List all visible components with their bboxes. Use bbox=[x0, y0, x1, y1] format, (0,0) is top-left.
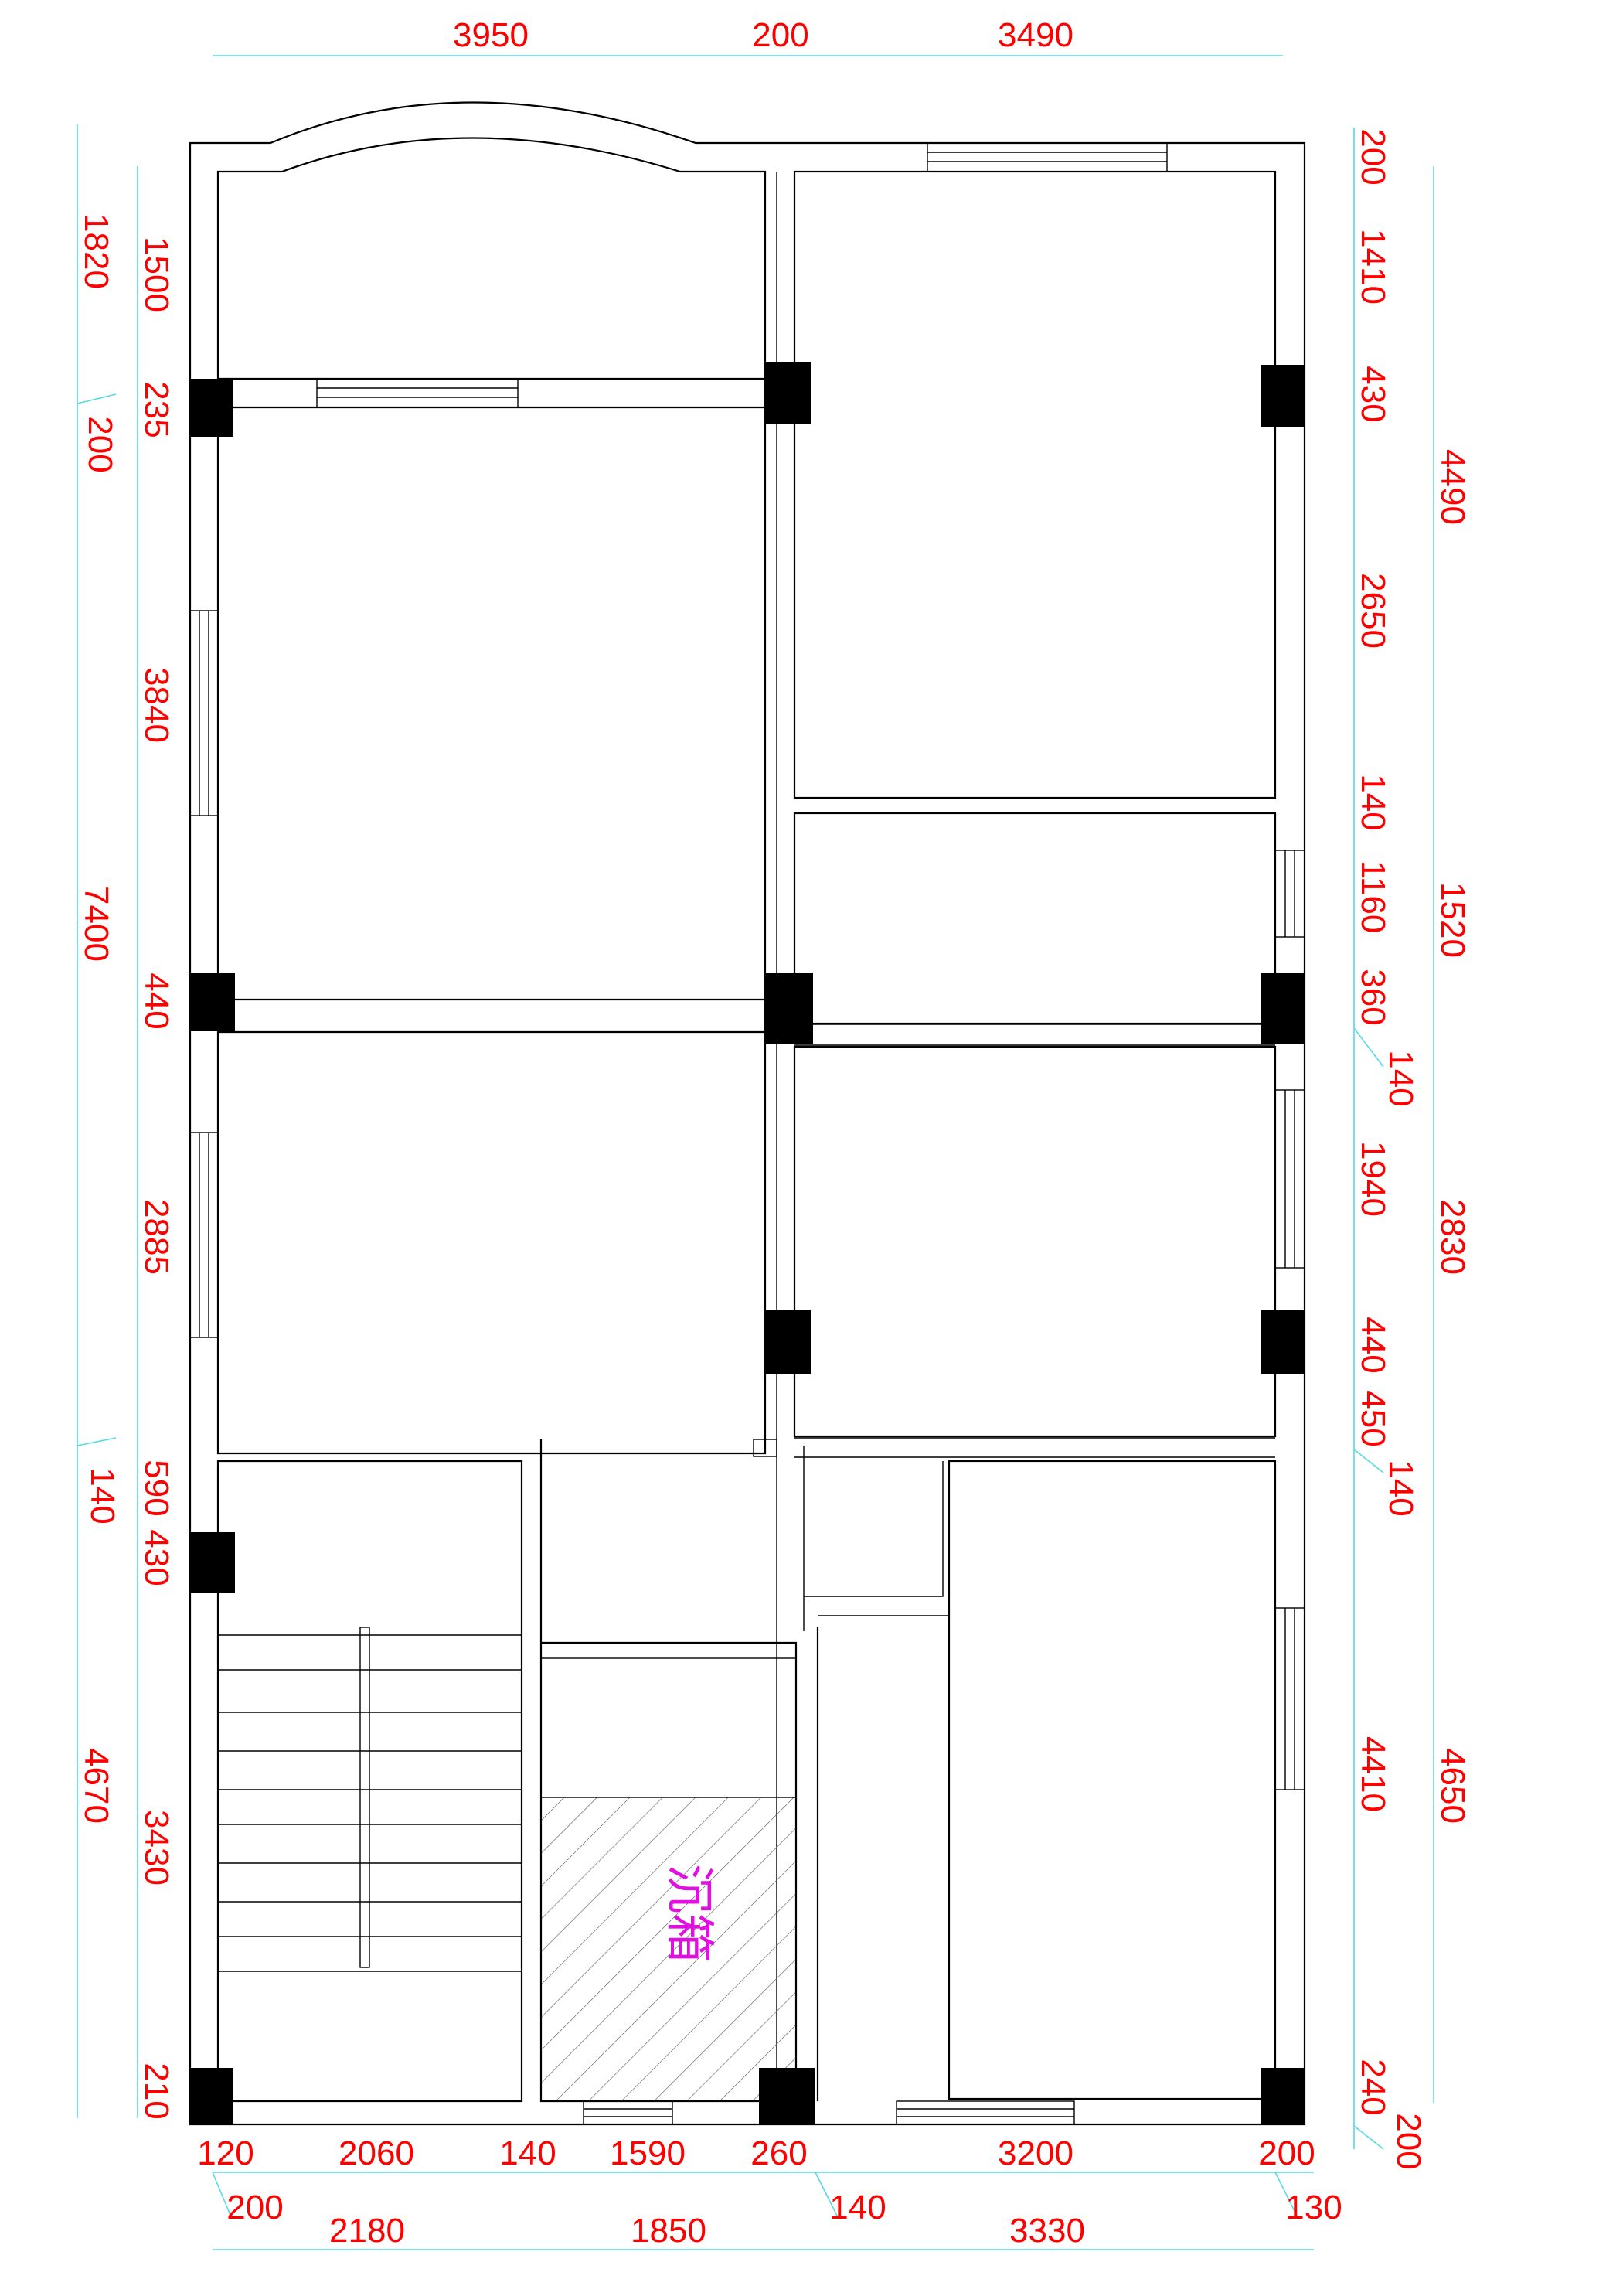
bottom-dimensions: 120 2060 140 1590 260 3200 200 200 140 1… bbox=[197, 2134, 1342, 2250]
dim-left-inner-4: 440 bbox=[138, 973, 175, 1029]
dim-left-inner-5: 2885 bbox=[138, 1199, 175, 1275]
dim-left-inner-6: 590 bbox=[138, 1460, 175, 1516]
dim-bottom-r1-6: 3200 bbox=[998, 2134, 1073, 2172]
dim-left-outer-5: 4670 bbox=[77, 1748, 115, 1824]
dim-right-inner-15: 200 bbox=[1390, 2113, 1427, 2169]
dim-bottom-r1-2: 2060 bbox=[339, 2134, 414, 2172]
left-outer-dimensions: 1820 200 7400 140 4670 bbox=[77, 213, 121, 1824]
dim-right-inner-12: 140 bbox=[1382, 1460, 1420, 1516]
dim-right-inner-4: 2650 bbox=[1354, 573, 1392, 649]
dim-right-inner-8: 140 bbox=[1382, 1050, 1420, 1106]
dim-top-1: 3950 bbox=[453, 16, 529, 54]
dim-right-inner-5: 140 bbox=[1354, 774, 1392, 830]
dimension-lines bbox=[77, 55, 1434, 2250]
dim-bottom-r3-1: 2180 bbox=[329, 2212, 405, 2250]
right-outer-dimensions: 4490 1520 2830 4650 bbox=[1434, 449, 1472, 1824]
dim-right-outer-3: 2830 bbox=[1434, 1199, 1472, 1275]
dim-right-inner-14: 240 bbox=[1354, 2059, 1392, 2115]
dim-bottom-r1-1: 120 bbox=[197, 2134, 253, 2172]
dim-right-inner-2: 1410 bbox=[1354, 229, 1392, 305]
left-inner-dimensions: 1500 235 3840 440 2885 590 430 3430 210 bbox=[138, 237, 175, 2120]
dim-right-inner-7: 360 bbox=[1354, 969, 1392, 1025]
dim-right-inner-6: 1160 bbox=[1354, 860, 1392, 934]
dim-bottom-r1-7: 200 bbox=[1258, 2134, 1315, 2172]
dim-right-inner-10: 440 bbox=[1354, 1317, 1392, 1373]
columns bbox=[190, 362, 1305, 2124]
dim-top-2: 200 bbox=[752, 16, 808, 54]
dim-right-inner-3: 430 bbox=[1354, 366, 1392, 422]
dim-right-inner-13: 4410 bbox=[1354, 1736, 1392, 1812]
room-label-sunken-box: 沉箱 bbox=[660, 1864, 717, 1963]
dim-bottom-r3-3: 3330 bbox=[1009, 2212, 1085, 2250]
dim-bottom-r2-1: 200 bbox=[226, 2189, 283, 2226]
sunken-box-area bbox=[540, 1797, 797, 2102]
dim-bottom-r2-3: 130 bbox=[1285, 2189, 1342, 2226]
dim-left-outer-1: 1820 bbox=[77, 213, 115, 289]
dim-right-inner-9: 1940 bbox=[1354, 1141, 1392, 1217]
dim-left-outer-4: 140 bbox=[83, 1467, 121, 1524]
dim-top-3: 3490 bbox=[998, 16, 1073, 54]
dim-left-inner-9: 210 bbox=[138, 2063, 175, 2119]
dim-bottom-r2-2: 140 bbox=[829, 2189, 886, 2226]
dim-left-inner-8: 3430 bbox=[138, 1810, 175, 1886]
dim-left-inner-2: 235 bbox=[138, 381, 175, 438]
walls bbox=[189, 101, 1306, 2126]
dim-right-outer-2: 1520 bbox=[1434, 882, 1472, 958]
dim-left-outer-3: 7400 bbox=[77, 886, 115, 962]
dim-bottom-r1-5: 260 bbox=[750, 2134, 807, 2172]
dim-left-inner-7: 430 bbox=[138, 1529, 175, 1586]
dim-left-inner-3: 3840 bbox=[138, 667, 175, 743]
dim-bottom-r3-2: 1850 bbox=[631, 2212, 706, 2250]
dim-right-inner-1: 200 bbox=[1354, 128, 1392, 185]
dim-right-outer-1: 4490 bbox=[1434, 449, 1472, 525]
dim-right-inner-11: 450 bbox=[1354, 1390, 1392, 1446]
dim-left-inner-1: 1500 bbox=[138, 237, 175, 312]
staircase bbox=[218, 1627, 522, 1972]
dim-bottom-r1-3: 140 bbox=[499, 2134, 556, 2172]
dim-left-outer-2: 200 bbox=[81, 416, 119, 472]
right-inner-dimensions: 200 1410 430 2650 140 1160 360 140 1940 … bbox=[1354, 128, 1427, 2169]
windows bbox=[189, 142, 1305, 2125]
top-dimensions: 3950 200 3490 bbox=[453, 16, 1073, 54]
dim-right-outer-4: 4650 bbox=[1434, 1748, 1472, 1824]
dim-bottom-r1-4: 1590 bbox=[610, 2134, 686, 2172]
